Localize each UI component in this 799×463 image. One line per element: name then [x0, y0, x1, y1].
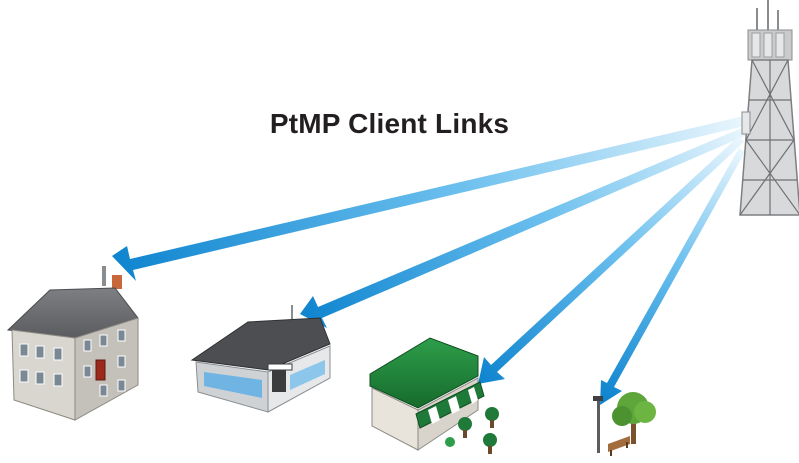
link-office-building: [300, 127, 745, 328]
patio-tables: [445, 407, 499, 454]
street-lamp-icon: [593, 396, 603, 453]
cafe-icon: [369, 337, 499, 454]
diagram-title: PtMP Client Links: [269, 108, 510, 139]
office-building-icon: [190, 305, 331, 413]
house-icon: [6, 266, 139, 421]
cell-tower-icon: [739, 0, 799, 216]
bench-icon: [608, 436, 630, 456]
link-park-lamp: [600, 148, 745, 405]
link-cafe: [478, 136, 744, 384]
tree-icon: [612, 392, 656, 444]
link-large-house: [112, 116, 745, 281]
